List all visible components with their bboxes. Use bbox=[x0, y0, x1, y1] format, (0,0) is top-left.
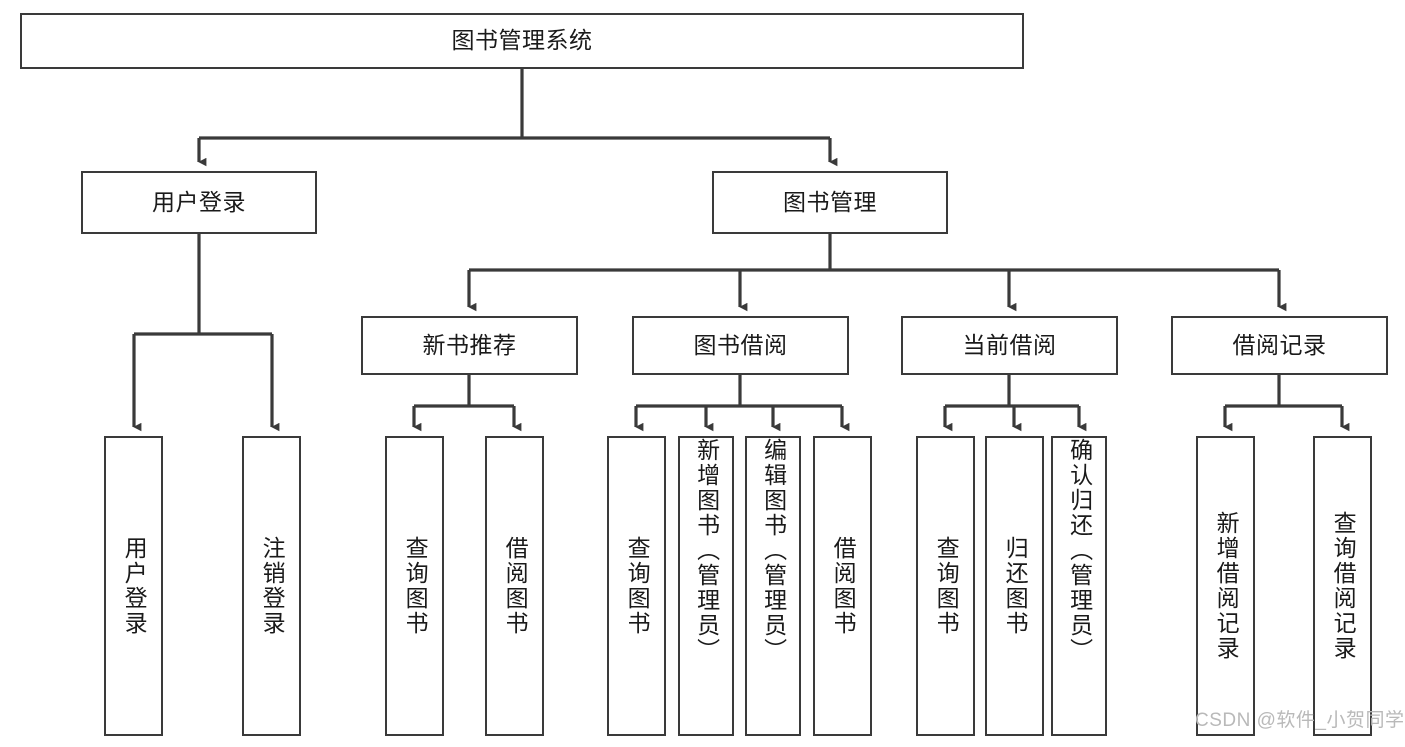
leaf-add-record[interactable]: 新增借阅记录 bbox=[1196, 436, 1255, 736]
node-label: 图书借阅 bbox=[693, 331, 788, 358]
csdn-watermark: CSDN @软件_小贺同学 bbox=[1195, 710, 1405, 731]
node-label: 新增借阅记录 bbox=[1213, 511, 1240, 661]
leaf-query-book-cur[interactable]: 查询图书 bbox=[916, 436, 975, 736]
node-label: 用户登录 bbox=[121, 536, 148, 636]
node-label: 查询图书 bbox=[402, 536, 429, 636]
node-book-borrow[interactable]: 图书借阅 bbox=[632, 316, 849, 375]
node-book-manage[interactable]: 图书管理 bbox=[712, 171, 948, 234]
leaf-query-book-rec[interactable]: 查询图书 bbox=[385, 436, 444, 736]
node-current-borrow[interactable]: 当前借阅 bbox=[901, 316, 1118, 375]
node-label: 新书推荐 bbox=[422, 331, 517, 358]
node-label: 查询图书 bbox=[933, 536, 960, 636]
node-label: 查询图书 bbox=[624, 536, 651, 636]
node-label: 新增图书（管理员） bbox=[693, 438, 720, 663]
leaf-add-book[interactable]: 新增图书（管理员） bbox=[678, 436, 734, 736]
node-user-login[interactable]: 用户登录 bbox=[81, 171, 317, 234]
node-label: 借阅图书 bbox=[830, 536, 857, 636]
leaf-edit-book[interactable]: 编辑图书（管理员） bbox=[745, 436, 801, 736]
node-borrow-record[interactable]: 借阅记录 bbox=[1171, 316, 1388, 375]
node-label: 借阅图书 bbox=[502, 536, 529, 636]
node-label: 归还图书 bbox=[1002, 536, 1029, 636]
leaf-query-book[interactable]: 查询图书 bbox=[607, 436, 666, 736]
leaf-confirm-return[interactable]: 确认归还（管理员） bbox=[1051, 436, 1107, 736]
node-label: 图书管理系统 bbox=[451, 27, 593, 54]
node-label: 确认归还（管理员） bbox=[1066, 438, 1093, 663]
node-label: 编辑图书（管理员） bbox=[760, 438, 787, 663]
leaf-query-record[interactable]: 查询借阅记录 bbox=[1313, 436, 1372, 736]
node-label: 借阅记录 bbox=[1232, 331, 1327, 358]
node-root-system[interactable]: 图书管理系统 bbox=[20, 13, 1024, 69]
node-label: 用户登录 bbox=[152, 188, 246, 215]
node-label: 查询借阅记录 bbox=[1330, 511, 1357, 661]
leaf-return-book[interactable]: 归还图书 bbox=[985, 436, 1044, 736]
leaf-borrow-book[interactable]: 借阅图书 bbox=[813, 436, 872, 736]
node-new-book-rec[interactable]: 新书推荐 bbox=[361, 316, 578, 375]
leaf-borrow-book-rec[interactable]: 借阅图书 bbox=[485, 436, 544, 736]
node-label: 注销登录 bbox=[259, 536, 286, 636]
node-label: 当前借阅 bbox=[962, 331, 1057, 358]
leaf-user-login[interactable]: 用户登录 bbox=[104, 436, 163, 736]
leaf-user-logout[interactable]: 注销登录 bbox=[242, 436, 301, 736]
node-label: 图书管理 bbox=[783, 188, 877, 215]
